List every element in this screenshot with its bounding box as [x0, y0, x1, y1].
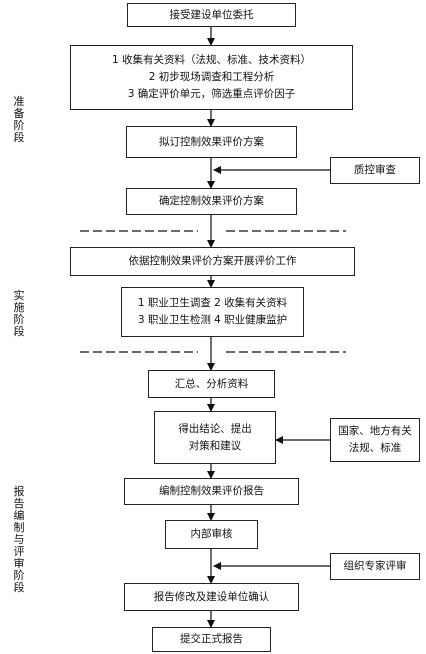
step-carry-out-evaluation: 依据控制效果评价方案开展评价工作: [70, 247, 355, 276]
side-qc-review: 质控审查: [330, 157, 420, 184]
stage-label-implement: 实施阶段: [13, 289, 25, 338]
step-compile-report: 编制控制效果评价报告: [124, 478, 299, 505]
step-confirm-plan: 确定控制效果评价方案: [126, 188, 297, 215]
step-internal-review: 内部审核: [165, 520, 258, 549]
step-summarize-data: 汇总、分析资料: [148, 370, 275, 398]
side-expert-review: 组织专家评审: [330, 553, 420, 580]
step-conclusions: 得出结论、提出 对策和建议: [154, 411, 276, 464]
step-draft-plan: 拟订控制效果评价方案: [126, 126, 297, 158]
step-preparation-tasks: 1 收集有关资料（法规、标准、技术资料） 2 初步现场调查和工程分析 3 确定评…: [70, 45, 353, 110]
step-field-work: 1 职业卫生调查 2 收集有关资料 3 职业卫生检测 4 职业健康监护: [121, 287, 304, 337]
stage-label-prepare: 准备阶段: [13, 95, 25, 144]
step-submit-report: 提交正式报告: [152, 627, 271, 652]
step-revise-confirm: 报告修改及建设单位确认: [124, 583, 299, 611]
stage-label-report: 报告编制与评审阶段: [13, 485, 25, 594]
side-regulations: 国家、地方有关 法规、标准: [330, 418, 420, 462]
step-accept-commission: 接受建设单位委托: [127, 3, 296, 27]
